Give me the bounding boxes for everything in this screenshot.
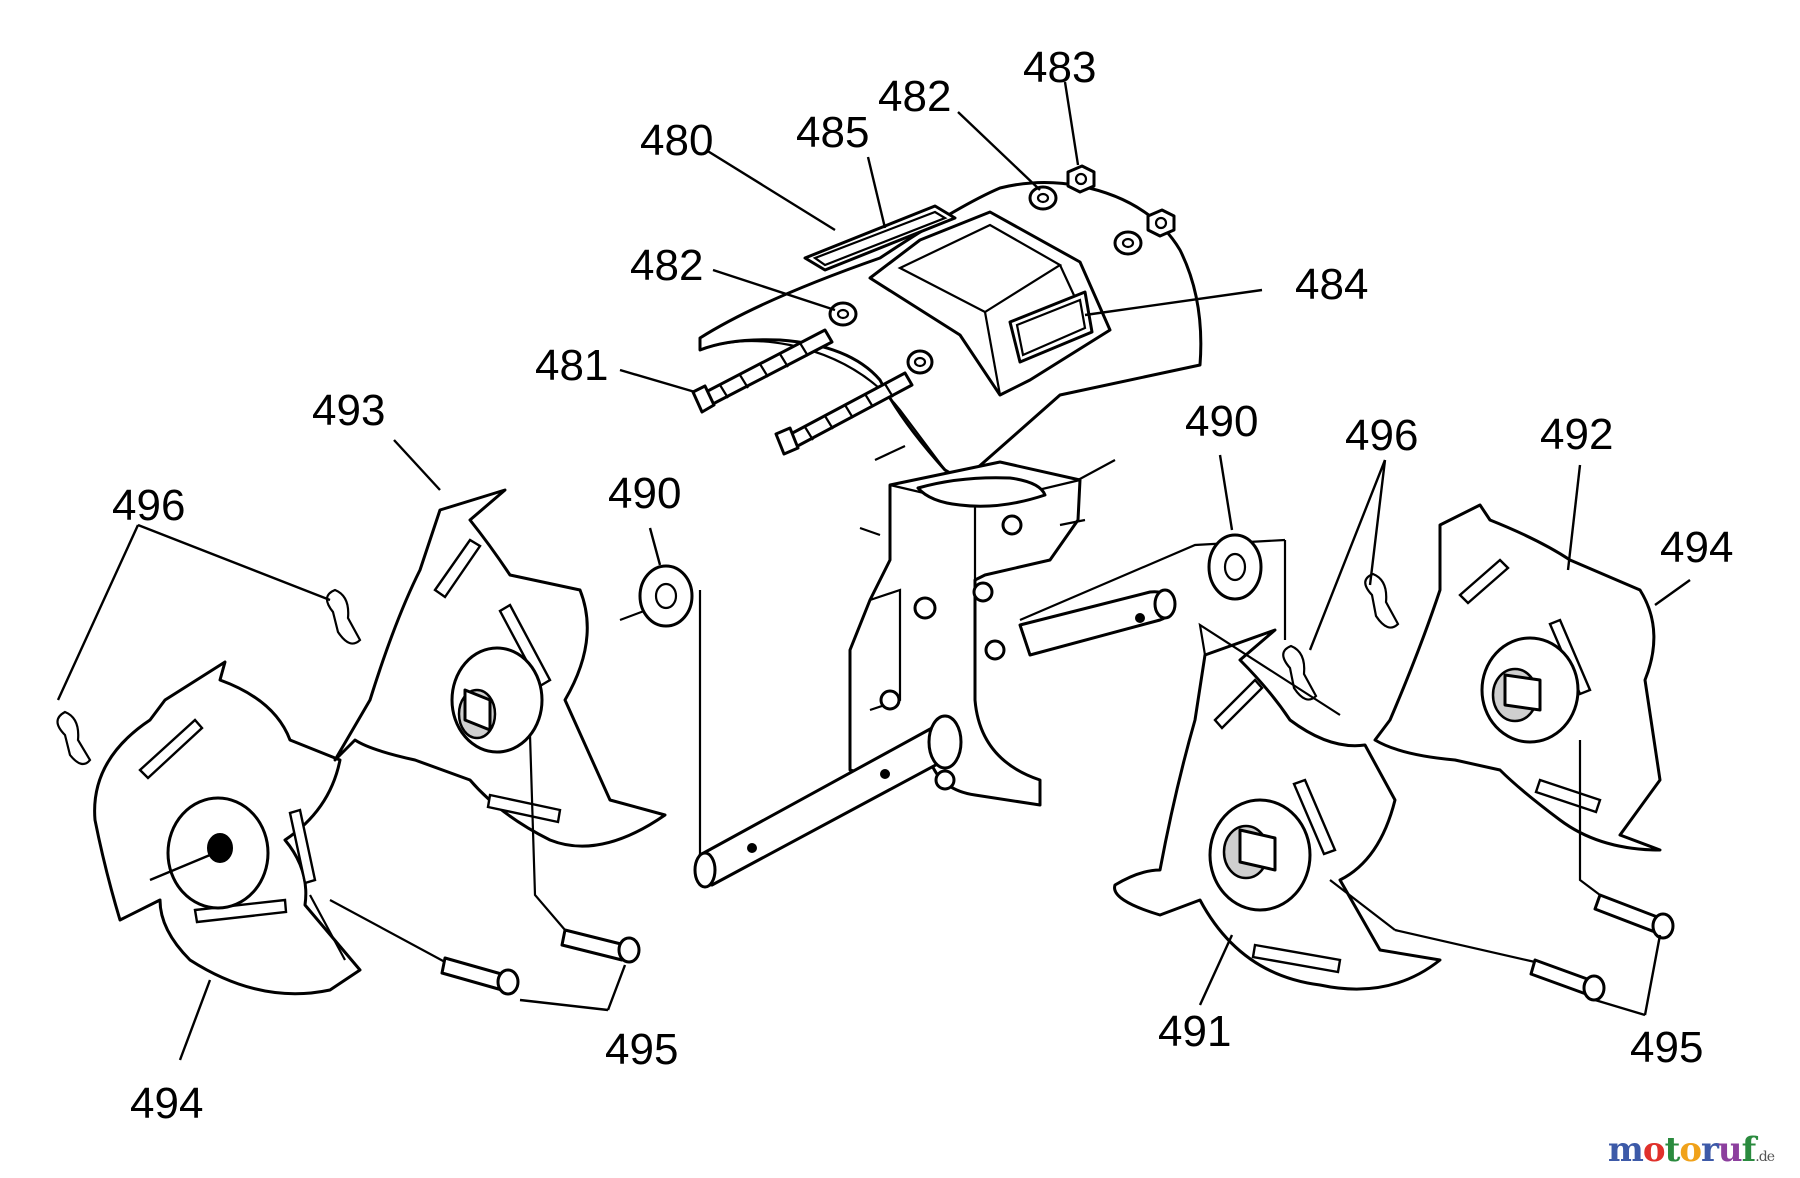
decal-484: [1008, 290, 1094, 364]
callout-485: 485: [796, 108, 869, 157]
callout-495-left: 495: [605, 1025, 678, 1074]
tine-492-outer-right: [1373, 503, 1662, 852]
nut-483-right: [1146, 208, 1176, 238]
callout-490-right: 490: [1185, 397, 1258, 446]
callout-494-right: 494: [1660, 523, 1733, 572]
callout-481: 481: [535, 341, 608, 390]
clevis-pin-495-b: [560, 928, 641, 964]
nut-483-top: [1066, 164, 1096, 194]
callout-490-left: 490: [608, 469, 681, 518]
washer-490-left: [638, 564, 694, 628]
callout-496-left: 496: [112, 481, 185, 530]
clevis-pin-495-d: [1593, 893, 1675, 940]
tine-shaft-left: [693, 714, 963, 889]
callout-496-right: 496: [1345, 411, 1418, 460]
washer-482-top: [1028, 185, 1058, 211]
motoruf-watermark: motoruf.de: [1607, 1130, 1775, 1170]
decal-485: [803, 204, 957, 272]
tine-493-inner-left: [333, 488, 667, 848]
callout-480: 480: [640, 116, 713, 165]
washer-490-right: [1207, 533, 1263, 601]
callout-494-left: 494: [130, 1079, 203, 1128]
tine-494-outer-left: [93, 660, 362, 996]
clevis-pin-495-c: [1529, 958, 1606, 1002]
tine-491-inner-right: [1113, 628, 1442, 991]
washer-482-right: [1113, 230, 1143, 256]
clevis-pin-495-a: [440, 956, 520, 996]
hairpin-clip-496-a: [56, 710, 92, 766]
callout-491: 491: [1158, 1007, 1231, 1056]
transmission-housing: [848, 445, 1116, 807]
tine-shaft-right: [1018, 588, 1177, 657]
bolt-481-lower: [774, 371, 914, 456]
washer-482-center: [906, 349, 934, 375]
callout-493: 493: [312, 386, 385, 435]
callout-492: 492: [1540, 410, 1613, 459]
bolt-481-upper: [691, 328, 834, 414]
callout-482-top: 482: [878, 72, 951, 121]
callout-483: 483: [1023, 43, 1096, 92]
leader-lines: [56, 81, 1691, 1061]
callout-495-right: 495: [1630, 1023, 1703, 1072]
hairpin-clip-496-d: [1364, 572, 1400, 629]
washer-482-left: [828, 301, 858, 327]
callout-484: 484: [1295, 260, 1368, 309]
callout-482-left: 482: [630, 241, 703, 290]
hairpin-clip-496-c: [1282, 644, 1318, 701]
hairpin-clip-496-b: [325, 588, 362, 645]
